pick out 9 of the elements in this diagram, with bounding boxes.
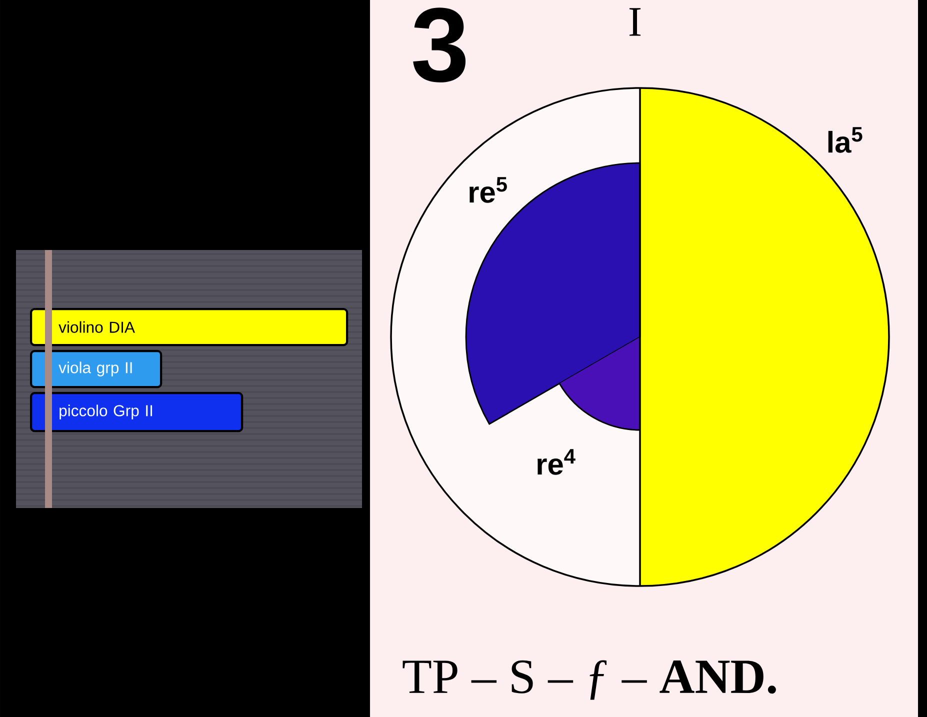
note-label: la$^{5}$ bbox=[828, 127, 862, 153]
track-bar: violino DIA bbox=[30, 308, 348, 346]
roman-numeral: I bbox=[630, 8, 641, 36]
track-bar: piccolo Grp II bbox=[30, 392, 244, 432]
note-label: re$^{5}$ bbox=[470, 177, 507, 203]
big-numeral: 3 bbox=[413, 8, 466, 82]
tempo-marking: TP – S – ƒ – AND. bbox=[402, 660, 776, 700]
track-bar: viola grp II bbox=[30, 350, 162, 388]
note-label: re$^{4}$ bbox=[538, 449, 576, 475]
